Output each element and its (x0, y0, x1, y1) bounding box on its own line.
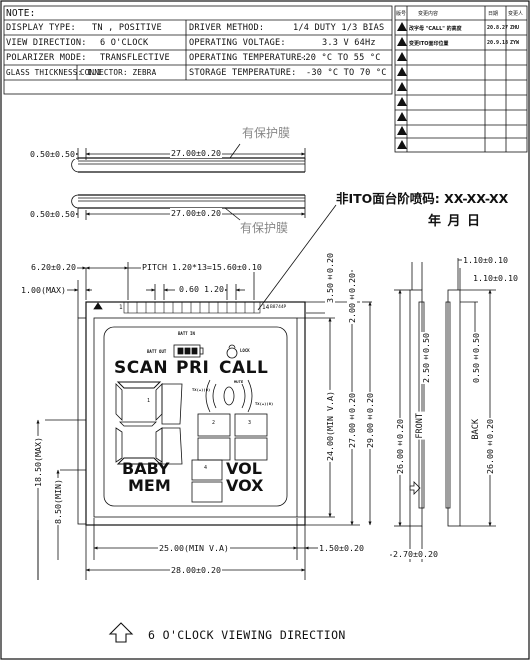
glass-thickness: GLASS THICKNESS: 1.1 (6, 68, 102, 77)
dim-top-mid: 27.00±0.20 (170, 148, 222, 158)
storage-temp-value: -30 °C TO 70 °C (306, 68, 387, 78)
pin-14: 14 (262, 304, 270, 311)
back-label: BACK (471, 418, 481, 441)
dim-200: 2.00±0.20 (347, 272, 357, 324)
dim-850: 8.50(MIN) (53, 478, 63, 525)
part-number: B8744P (270, 305, 287, 310)
dim-27-height: 27.00±0.20 (347, 392, 357, 449)
dim-29-height: 29.00±0.20 (365, 392, 375, 449)
seg-scan: SCAN (114, 358, 169, 378)
dim-350: 3.50±0.20 (325, 252, 335, 304)
ito-note-line1: 非ITO面台阶喷码: XX-XX-XX (336, 191, 509, 206)
dim-pitch: PITCH 1.20*13=15.60±0.10 (141, 262, 263, 272)
rev-header-person: 变更人 (508, 11, 524, 17)
seg-batt-in: BATT IN (178, 331, 195, 336)
dim-28-width: 28.00±0.20 (170, 565, 222, 575)
voltage-label: OPERATING VOLTAGE: (189, 38, 286, 48)
seg-pri: PRI (176, 358, 210, 378)
dim-bot-mid: 27.00±0.20 (170, 208, 222, 218)
view-direction-value: 6 O'CLOCK (100, 38, 149, 48)
rev-row-2-content: 变更ITO面印位置 (409, 41, 449, 47)
dim-va-width: 25.00(MIN V.A) (158, 543, 230, 553)
dim-26-front: 26.00±0.20 (395, 418, 405, 475)
seg-mem: MEM (128, 476, 171, 495)
driver-label: DRIVER METHOD: (189, 23, 265, 33)
seg-lock: LOCK (240, 348, 250, 353)
connector: CONNECTOR: ZEBRA (80, 68, 157, 77)
dim-va-height: 24.00(MIN V.A) (325, 390, 335, 462)
rev-row-1-content: 改字母 "CALL" 的高度 (409, 26, 462, 32)
rev-row-1-person: ZHU (510, 25, 520, 31)
dim-620: 6.20±0.20 (30, 262, 77, 272)
voltage-value: 3.3 V 64Hz (322, 38, 376, 48)
rev-header-content: 变更内容 (418, 11, 439, 17)
dim-150: 1.50±0.20 (318, 543, 365, 553)
seg-digit-2: 2 (212, 420, 216, 426)
dim-110-top: 1.10±0.10 (462, 255, 509, 265)
ito-note-line2: 年 月 日 (428, 214, 482, 229)
seg-batt-out: BATT OUT (147, 349, 167, 354)
seg-digit-1: 1 (147, 398, 151, 404)
dim-26-back: 26.00±0.20 (485, 418, 495, 475)
pin-1: 1 (119, 304, 123, 311)
seg-digit-3: 3 (248, 420, 252, 426)
display-type-value: TN , POSITIVE (92, 23, 162, 33)
rev-row-2-person: ZYW (510, 40, 520, 46)
op-temp-value: -20 °C TO 55 °C (300, 53, 381, 63)
driver-value: 1/4 DUTY 1/3 BIAS (293, 23, 385, 33)
rev-header-date: 日期 (488, 11, 499, 17)
viewing-direction-note: 6 O'CLOCK VIEWING DIRECTION (148, 628, 346, 642)
dim-100: 1.00(MAX) (20, 285, 67, 295)
seg-vol: VOL (226, 459, 262, 478)
seg-tx-left: TX(+)(0) (192, 387, 211, 392)
front-label: FRONT (415, 412, 425, 440)
seg-vox: VOX (226, 476, 264, 495)
seg-tx-right: TX(+)(0) (255, 401, 274, 406)
protective-film-label-top: 有保护膜 (242, 126, 291, 140)
op-temp-label: OPERATING TEMPERATURE: (189, 53, 308, 63)
seg-baby: BABY (122, 459, 170, 478)
dim-060: 0.60 (178, 284, 200, 294)
dim-top-left: 0.50±0.50 (29, 149, 76, 159)
rev-header-version: 版号 (396, 11, 407, 17)
rev-row-1-date: 20.8.27 (487, 25, 509, 31)
protective-film-label-bottom: 有保护膜 (240, 221, 289, 235)
dim-1850: 18.50(MAX) (33, 436, 43, 488)
dim-120: 1.20 (203, 284, 225, 294)
polarizer-value: TRANSFLECTIVE (100, 53, 170, 63)
seg-mute: MUTE (234, 379, 244, 384)
polarizer-label: POLARIZER MODE: (6, 53, 87, 63)
seg-digit-4: 4 (204, 465, 208, 471)
display-type-label: DISPLAY TYPE: (6, 23, 76, 33)
dim-270: 2.70±0.20 (392, 549, 439, 559)
storage-temp-label: STORAGE TEMPERATURE: (189, 68, 297, 78)
dim-110-bottom: 1.10±0.10 (472, 273, 519, 283)
view-direction-label: VIEW DIRECTION: (6, 38, 87, 48)
seg-call: CALL (219, 358, 269, 378)
dim-050: 0.50±0.50 (471, 332, 481, 384)
dim-bot-left: 0.50±0.50 (29, 209, 76, 219)
dim-250: 2.50±0.50 (421, 332, 431, 384)
rev-row-2-date: 20.9.18 (487, 40, 509, 46)
note-title: NOTE: (6, 8, 36, 19)
